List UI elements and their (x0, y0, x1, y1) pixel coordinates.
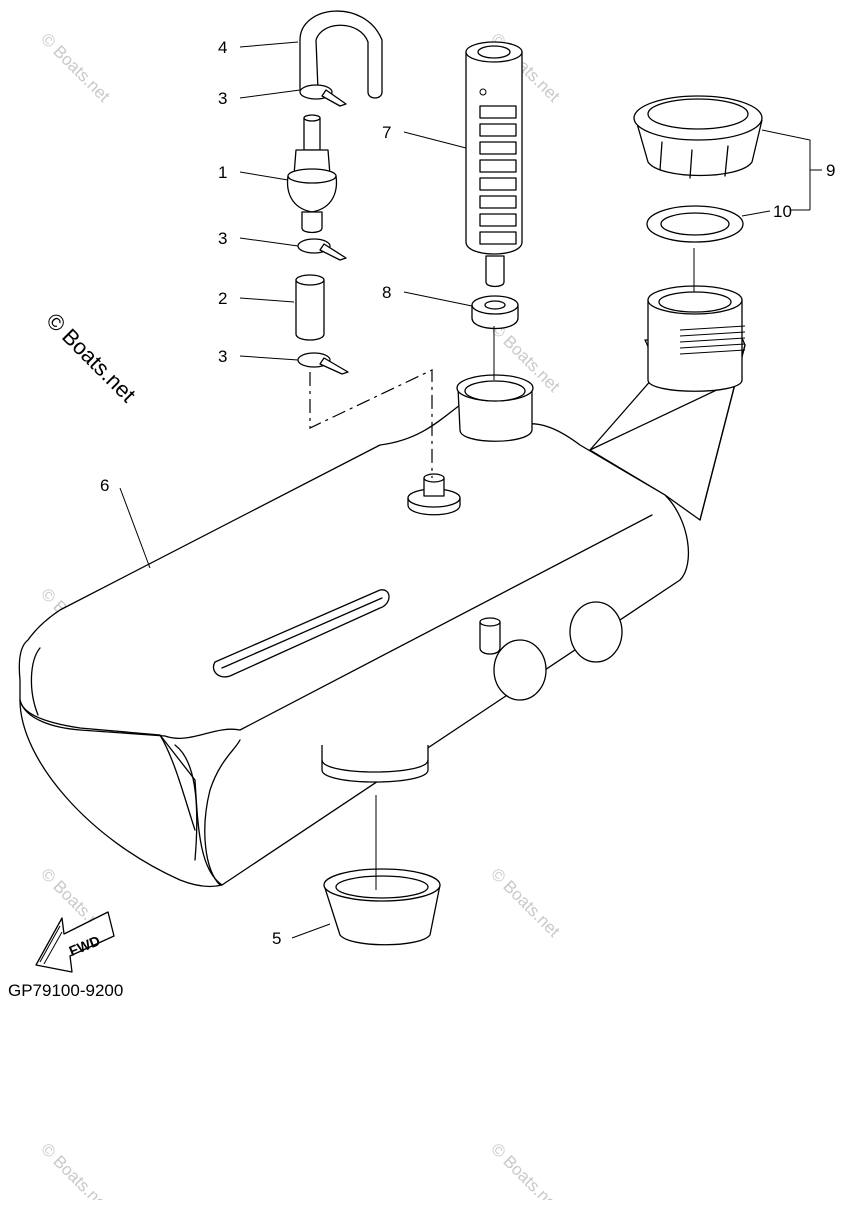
callout-3: 3 (218, 347, 227, 366)
fuel-filter-element (465, 41, 523, 288)
callout-3: 3 (218, 89, 227, 108)
callout-5: 5 (272, 929, 281, 948)
callout-8: 8 (382, 283, 391, 302)
callout-3: 3 (218, 229, 227, 248)
callout-2: 2 (218, 289, 227, 308)
copyright-label: © Boats.net (41, 308, 140, 407)
drain-plug (323, 868, 441, 946)
callout-7: 7 (382, 123, 391, 142)
callout-9: 9 (826, 161, 835, 180)
callout-10: 10 (773, 202, 792, 221)
fuel-cap (633, 95, 763, 179)
hose-clip (297, 238, 347, 261)
hose-segment (295, 274, 325, 341)
callout-4: 4 (218, 38, 227, 57)
filler-spout (647, 285, 746, 392)
callout-6: 6 (100, 476, 109, 495)
watermark: © Boats.net (487, 864, 564, 941)
callout-1: 1 (218, 163, 227, 182)
inline-fuel-filter (286, 114, 338, 234)
assembly-line (309, 369, 433, 478)
watermark: © Boats.net (37, 1139, 114, 1200)
vent-fitting (407, 473, 461, 516)
hose-clip (299, 84, 347, 107)
watermark: © Boats.net (487, 1139, 564, 1200)
fwd-arrow: FWD (35, 911, 115, 973)
fuel-tank (18, 337, 746, 887)
fwd-arrow-icon (35, 911, 115, 973)
grommet (471, 295, 519, 330)
leader-lines (119, 41, 822, 939)
cap-gasket (646, 205, 744, 243)
hose-clip (297, 352, 349, 375)
diagram-code: GP79100-9200 (8, 981, 123, 1000)
watermark: © Boats.net (37, 29, 114, 106)
